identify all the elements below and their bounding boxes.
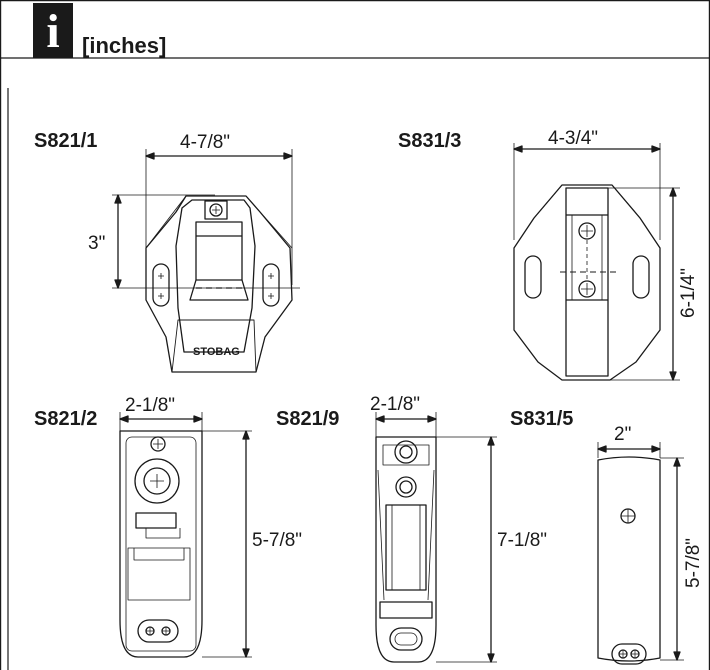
info-icon: i [33,3,73,58]
model-label-s821-9: S821/9 [276,408,340,430]
dimension-height-s821-2: 5-7/8" [252,530,303,551]
dimension-width-s821-9: 2-1/8" [370,394,421,415]
model-label-s821-2: S821/2 [34,408,98,430]
model-label-s831-3: S831/3 [398,130,462,152]
dimension-height-s821-9: 7-1/8" [497,530,548,551]
dimension-width-s821-1: 4-7/8" [180,132,231,153]
dimension-width-s831-5: 2" [614,424,632,445]
dimension-width-s831-3: 4-3/4" [548,128,599,149]
dimension-width-s821-2: 2-1/8" [125,395,176,416]
unit-label: [inches] [82,33,167,58]
brand-mark: STOBAG [193,346,240,358]
model-label-s821-1: S821/1 [34,130,98,152]
dimension-height-s821-1: 3" [88,233,106,254]
model-label-s831-5: S831/5 [510,408,574,430]
